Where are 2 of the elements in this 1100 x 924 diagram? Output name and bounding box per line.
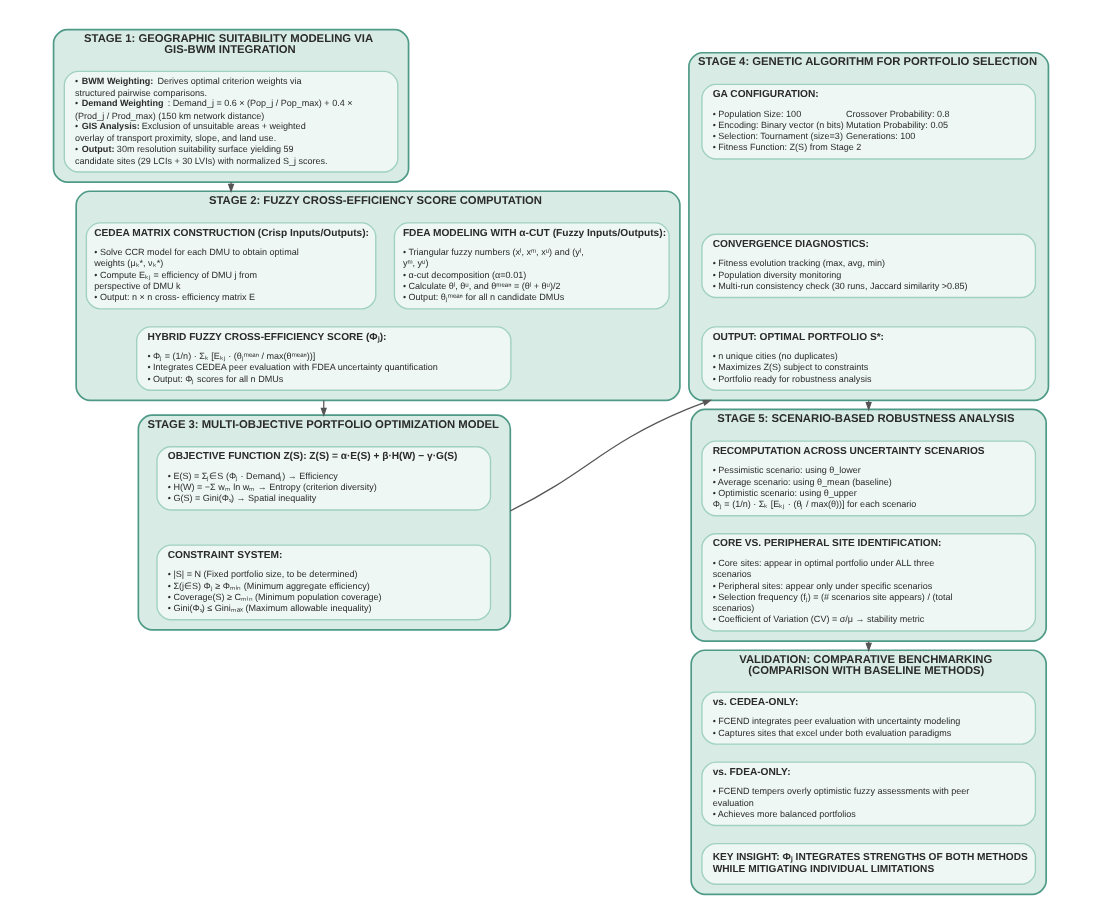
arrow xyxy=(226,181,234,194)
arrow xyxy=(508,399,711,512)
